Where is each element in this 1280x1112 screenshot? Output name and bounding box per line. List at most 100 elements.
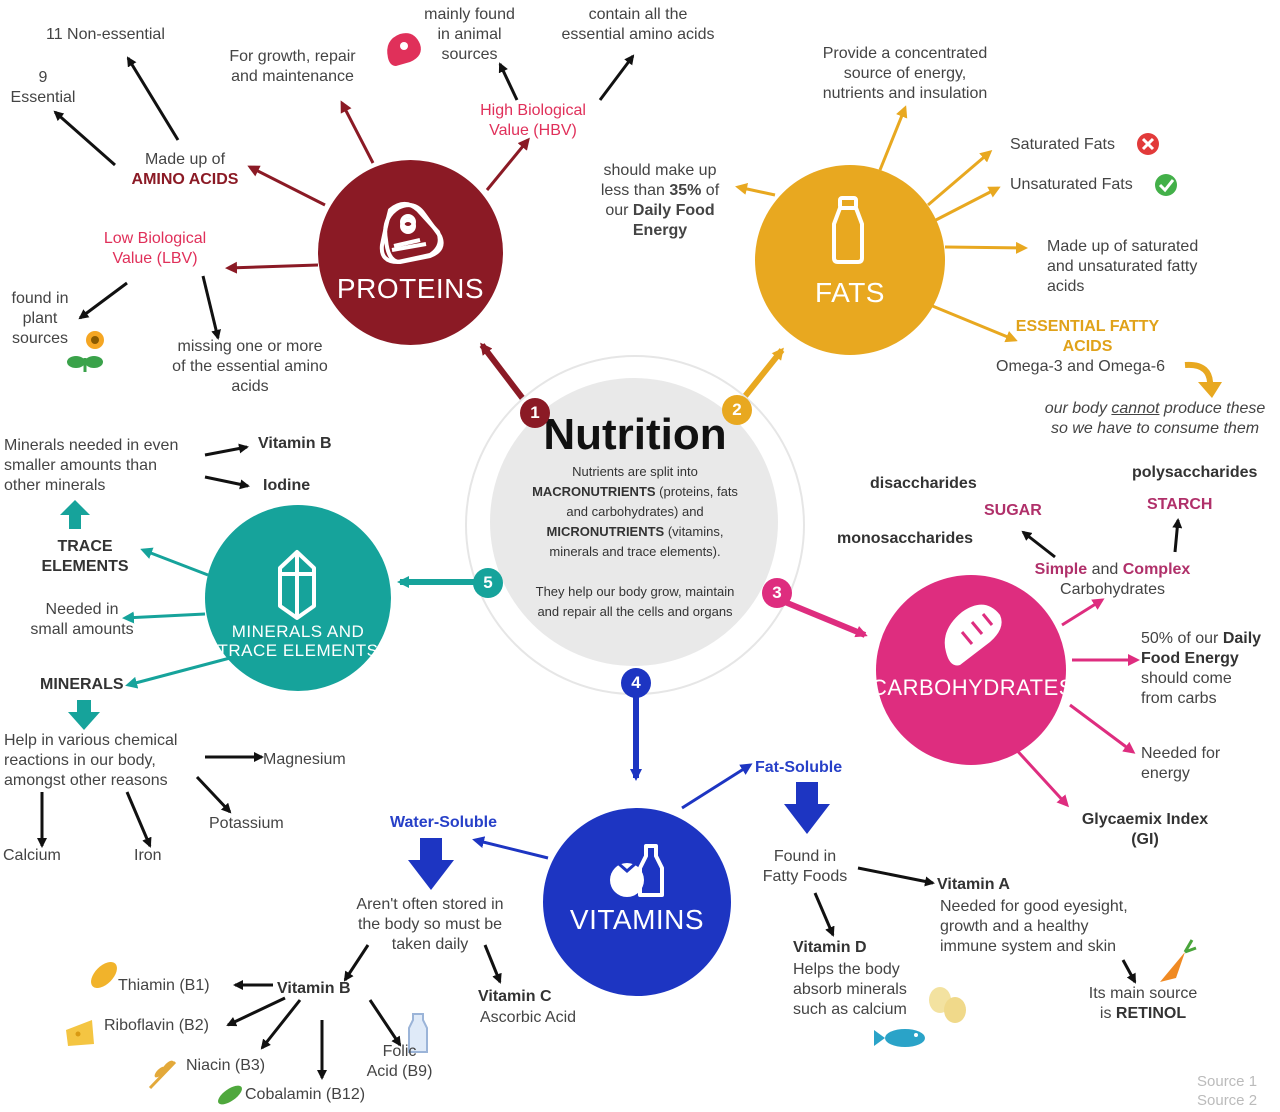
made-up-of-label: Made up of [144,151,226,168]
hub-macro: MACRONUTRIENTS [532,484,656,499]
niacin-label: Niacin (B3) [186,1057,266,1074]
animal-sources-label: mainly found in animal sources [424,6,515,63]
not-stored-label: Aren't often stored in the body so must … [356,896,504,953]
starch-label: STARCH [1147,496,1213,513]
disaccharides-label: disaccharides [870,475,977,492]
needed-for-energy-label: Needed for energy [1141,745,1221,782]
retinol-bold: RETINOL [1115,1005,1187,1022]
lbv-label: Low Biological Value (LBV) [103,230,207,267]
hub-micro: MICRONUTRIENTS [546,524,665,539]
source-1-link[interactable]: Source 1 [1197,1073,1258,1090]
iodine-label: Iodine [263,477,311,494]
tomato-bottle-icon [610,844,664,897]
magnesium-label: Magnesium [263,751,346,768]
monosaccharides-label: monosaccharides [837,530,974,547]
down-arrow-icon [784,782,830,834]
wheat-icon [148,1060,177,1090]
water-soluble-label: Water-Soluble [390,814,497,831]
text-span: and [1087,561,1123,578]
thiamin-label: Thiamin (B1) [118,977,210,994]
fatty-acids-label: Made up of saturated and unsaturated fat… [1047,238,1199,295]
daily-food-bold: Daily Food [632,202,715,219]
main-source-label: Its main source [1088,985,1198,1002]
hub-text-line: Nutrients are split into [572,464,698,479]
carbohydrates-circle [876,575,1066,765]
hub-text-line: MACRONUTRIENTS (proteins, fats [505,482,765,502]
amino-acids-label: AMINO ACIDS [131,171,239,188]
minerals-label: MINERALS [40,676,124,693]
come-from-carbs-label: should come from carbs [1141,670,1232,707]
simple-complex-label: Simple and Complex [1020,560,1205,580]
should-make-up-label-3: our Daily Food [585,201,735,221]
food-energy-label: Food Energy [1141,650,1239,667]
check-mark-icon [1155,174,1177,196]
text-span: produce these [1159,400,1266,417]
text-span: is [1099,1005,1116,1022]
vitamin-a-description: Needed for good eyesight, growth and a h… [940,898,1128,955]
crystal-icon [278,550,316,620]
text-span: 50% of our [1141,630,1223,647]
cannot-underlined: cannot [1111,400,1160,417]
hub-text-line: and carbohydrates) and [566,504,704,519]
glycaemix-index-label: Glycaemix Index (GI) [1081,811,1209,848]
complex-word: Complex [1122,561,1191,578]
text-span: less than [600,182,670,199]
bread-icon [944,604,1002,666]
concentrated-energy-label: Provide a concentrated source of energy,… [822,45,988,102]
number-badge-2: 2 [722,395,752,425]
plant-sources-label: found in plant sources [11,290,69,347]
carbohydrates-word-label: Carbohydrates [1060,581,1165,598]
small-amounts-label: Needed in small amounts [30,601,134,638]
cheese-icon [66,1020,94,1046]
body-cannot-label: our body cannot produce these [1030,399,1280,419]
carbohydrates-title: CARBOHYDRATES [871,675,1074,700]
consume-label: so we have to consume them [1050,420,1260,437]
hub-text-line: MICRONUTRIENTS (vitamins, [505,522,765,542]
percent-35: 35% [669,182,702,199]
calcium-label: Calcium [3,847,61,864]
fatty-foods-label: Found in Fatty Foods [762,848,848,885]
steak-icon [387,33,421,66]
sugar-label: SUGAR [984,502,1042,519]
trace-elements-label: TRACE ELEMENTS [41,538,129,575]
text-span: of [701,182,720,199]
number-badge-3: 3 [762,578,792,608]
hub-text-line: minerals and trace elements). [549,544,721,559]
vitamin-d-label: Vitamin D [793,939,867,956]
vitamins-title: VITAMINS [569,904,705,935]
polysaccharides-label: polysaccharides [1132,464,1258,481]
hub-title: Nutrition [543,410,727,459]
missing-label: missing one or more of the essential ami… [172,338,328,395]
essential-label: 9 Essential [10,69,76,106]
number-badge-5: 5 [473,568,503,598]
iron-label: Iron [134,847,162,864]
hub-text-span: (vitamins, [664,524,724,539]
number-badge-4: 4 [621,668,651,698]
up-arrow-icon [60,500,90,529]
vitamins-circle [543,808,731,996]
milk-bottle-icon [832,196,864,264]
chemical-reactions-label: Help in various chemical reactions in ou… [4,732,178,789]
sprout-icon [67,356,103,372]
vitamin-d-description: Helps the body absorb minerals such as c… [793,961,907,1018]
hub-text-line: They help our body grow, maintain [535,584,735,599]
simple-word: Simple [1034,561,1088,578]
source-2-link[interactable]: Source 2 [1197,1092,1258,1109]
fats-title: FATS [815,277,885,308]
unsaturated-fats-label: Unsaturated Fats [1010,176,1133,193]
vitamin-c-label: Vitamin C [478,988,552,1005]
retinol-label: is RETINOL [1068,1004,1218,1024]
growth-label: For growth, repair and maintenance [229,48,356,85]
trace-vitamin-b-label: Vitamin B [258,435,332,452]
text-span: our body [1044,400,1112,417]
hub-text-span: (proteins, fats [655,484,738,499]
fat-soluble-label: Fat-Soluble [755,759,843,776]
smaller-amounts-label: Minerals needed in even smaller amounts … [4,437,179,494]
folic-acid-label: Folic Acid (B9) [366,1043,433,1080]
x-mark-icon [1137,133,1159,155]
hbv-label: High Biological Value (HBV) [480,102,586,139]
vitamin-b-label: Vitamin B [277,980,351,997]
